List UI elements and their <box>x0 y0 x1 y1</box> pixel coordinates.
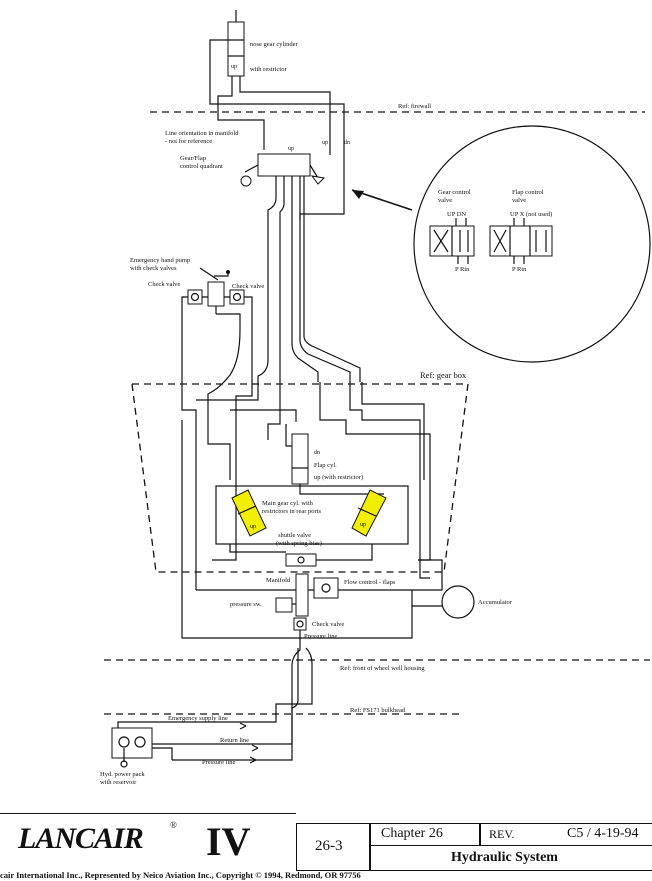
logo-area: LANCAIR ® IV <box>0 813 296 874</box>
main-gear-label-2: restrictors in rear ports <box>262 508 321 515</box>
check-valve-center-label: Check valve <box>312 621 344 628</box>
wheel-well-label: Ref: front of wheel well housing <box>340 665 425 672</box>
emergency-hand-pump <box>207 281 225 307</box>
flap-control-valve-symbol <box>489 218 553 264</box>
emergency-pump-label-2: with check valves <box>130 265 177 272</box>
pressure-line-bottom-label: Pressure line <box>202 759 236 766</box>
page-number-cell: 26-3 <box>296 823 370 871</box>
revision-cell: REV. C5 / 4-19-94 <box>480 823 652 845</box>
shuttle-valve-label-1: shuttle valve <box>278 532 311 539</box>
quadrant-up2-label: up <box>322 140 328 146</box>
hydraulic-power-pack <box>111 727 153 759</box>
check-valve-right-label: Check valve <box>232 283 264 290</box>
line-orientation-label-2: - not for reference <box>165 138 212 145</box>
main-gear-enclosure <box>215 485 409 545</box>
lancair-logo: LANCAIR <box>18 822 144 855</box>
gear-flap-label-2: control quadrant <box>180 163 223 170</box>
section-title: Hydraulic System <box>451 850 558 865</box>
gear-valve-label-1: Gear control <box>438 189 471 196</box>
accumulator <box>441 585 475 619</box>
flap-valve-label-2: valve <box>512 197 526 204</box>
flap-up-restrictor-label: up (with restrictor) <box>314 474 363 481</box>
chapter-cell: Chapter 26 <box>370 823 480 845</box>
emergency-pump-label-1: Emergency hand pump <box>130 257 190 264</box>
pressure-switch-label: pressure sw. <box>230 601 262 608</box>
gear-control-valve-symbol <box>429 218 475 264</box>
accumulator-label: Accumulator <box>478 599 513 606</box>
copyright-line: cair International Inc., Represented by … <box>0 870 361 880</box>
manifold-block <box>295 573 309 617</box>
chapter-title: Chapter 26 <box>381 826 443 841</box>
fs171-label: Ref: FS171 bulkhead <box>350 707 406 714</box>
main-gear-cylinder-right: up <box>351 489 387 537</box>
nose-gear-cylinder: up <box>227 10 245 77</box>
gear-box-label: Ref: gear box <box>420 370 467 380</box>
gear-updn-label: UP DN <box>447 211 466 218</box>
gear-p-rtn-label: P Rtn <box>455 266 470 273</box>
firewall-label: Ref: firewall <box>398 103 431 110</box>
main-gear-up-left: up <box>250 524 256 530</box>
nose-gear-label: nose gear cylinder <box>250 41 298 48</box>
title-block: LANCAIR ® IV 26-3 Chapter 26 REV. C5 / 4… <box>0 813 652 881</box>
flap-dn-label: dn <box>314 450 320 456</box>
flow-control-label: Flow control - flaps <box>344 579 396 586</box>
flow-control-valve <box>313 577 339 599</box>
manifold-label: Manifold <box>266 577 291 584</box>
model-number: IV <box>206 819 251 864</box>
return-line-label: Return line <box>220 737 249 744</box>
valve-detail-inset <box>413 125 651 363</box>
check-valve-left <box>187 289 203 305</box>
nose-restrictor-label: with restrictor <box>250 66 287 73</box>
section-cell: Hydraulic System <box>370 845 652 871</box>
check-valve-center <box>293 617 307 631</box>
check-valve-right <box>229 289 245 305</box>
flap-lever-knob <box>310 175 326 185</box>
flap-valve-label-1: Flap control <box>512 189 544 196</box>
gear-valve-label-2: valve <box>438 197 452 204</box>
shuttle-valve-label-2: (with spring bias) <box>276 540 322 547</box>
flap-cyl-label: Flap cyl. <box>314 462 337 469</box>
hydraulic-schematic: up nose gear cylinder with restrictor Re… <box>100 10 651 786</box>
gear-lever-knob <box>240 175 252 187</box>
gear-box-outline <box>131 383 469 573</box>
pressure-switch <box>275 597 293 613</box>
flap-p-rtn-label: P Rtn <box>512 266 527 273</box>
revision-label: REV. <box>489 827 515 841</box>
quadrant-up-label: up <box>288 146 294 152</box>
page-number: 26-3 <box>315 838 343 854</box>
flap-ux-label: UP X (not used) <box>510 211 552 218</box>
power-pack-label-1: Hyd. power pack <box>100 771 145 778</box>
main-gear-up-right: up <box>360 522 366 528</box>
quadrant-dn-label: dn <box>344 140 350 146</box>
emergency-supply-label: Emergency supply line <box>168 715 228 722</box>
pressure-line-label: Pressure line <box>304 633 338 640</box>
main-gear-label-1: Main gear cyl. with <box>262 500 314 507</box>
gear-flap-label-1: Gear/Flap <box>180 155 206 162</box>
revision-value: C5 / 4-19-94 <box>567 826 639 841</box>
flap-cylinder <box>291 433 309 485</box>
nose-up-label: up <box>231 64 237 70</box>
line-orientation-label-1: Line orientation in manifold <box>165 130 239 137</box>
shuttle-valve <box>285 553 317 567</box>
power-pack-label-2: with reservoir <box>100 779 137 786</box>
main-gear-cylinder-left: up <box>231 489 267 537</box>
registered-mark: ® <box>170 820 177 830</box>
control-quadrant-manifold <box>257 153 311 177</box>
check-valve-left-label: Check valve <box>148 281 180 288</box>
